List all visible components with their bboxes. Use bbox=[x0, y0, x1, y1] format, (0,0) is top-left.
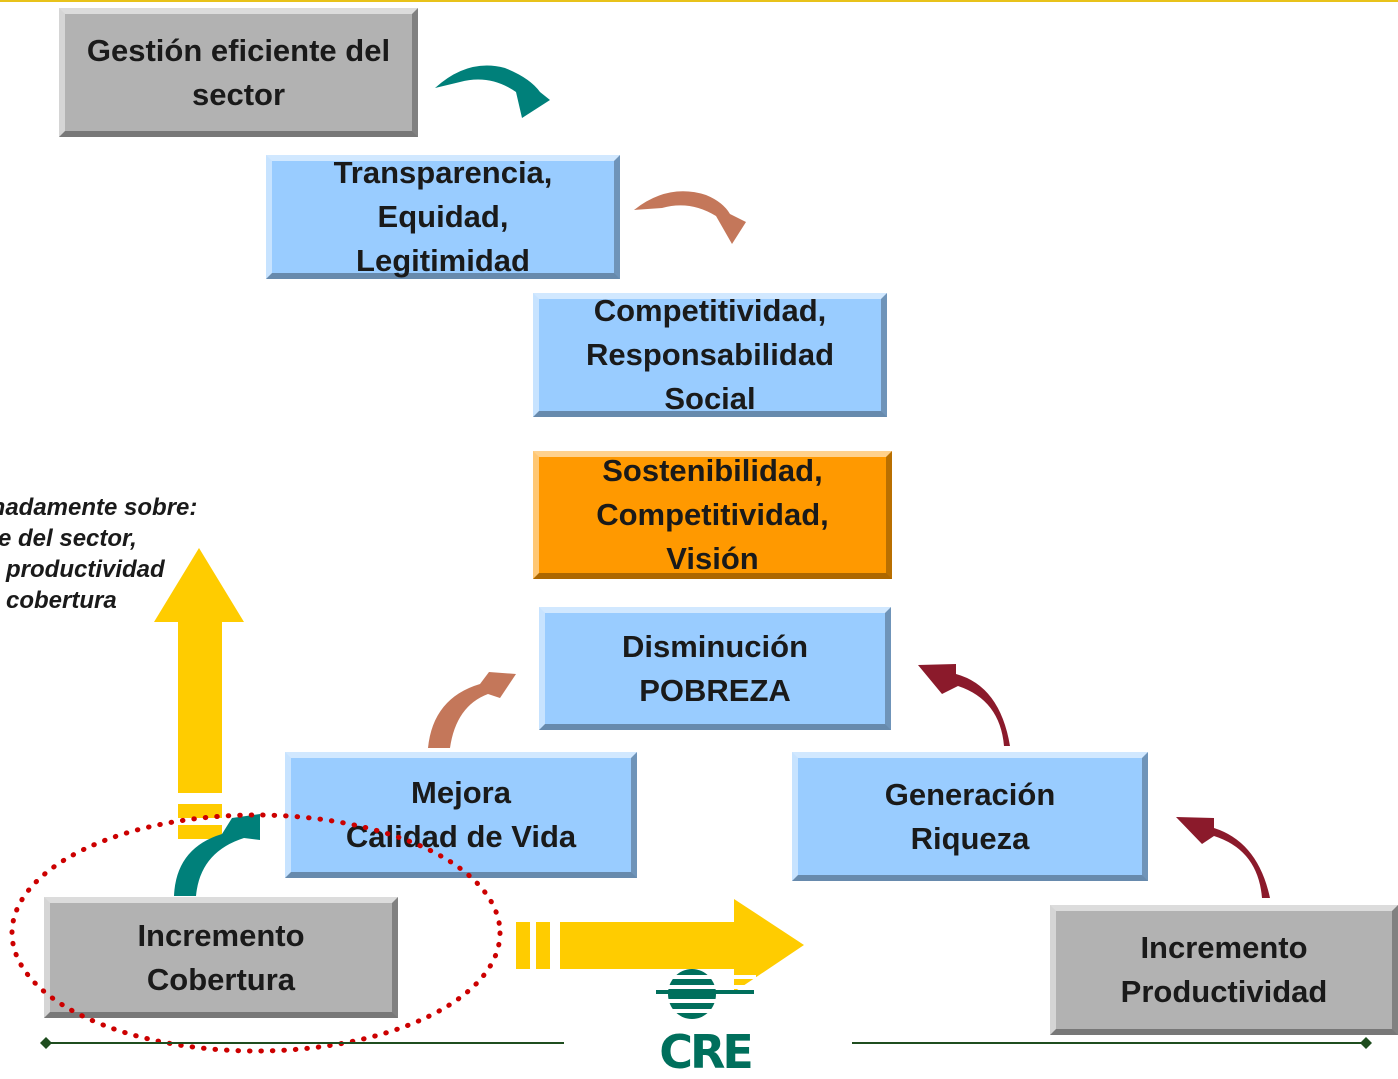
box-text: Social bbox=[664, 381, 756, 416]
box-text: POBREZA bbox=[639, 672, 791, 708]
box-incremento-productividad: Incremento Productividad bbox=[1050, 905, 1398, 1035]
side-note-line: rdinadamente sobre: bbox=[0, 494, 198, 521]
cre-globe-icon bbox=[654, 969, 756, 1019]
box-text: Productividad bbox=[1120, 974, 1328, 1009]
box-text: Gestión eficiente del bbox=[86, 32, 391, 68]
box-text: Sostenibilidad, bbox=[602, 453, 823, 488]
box-text: Cobertura bbox=[146, 961, 296, 997]
box-text: sector bbox=[191, 76, 286, 112]
box-disminucion-pobreza: Disminución POBREZA bbox=[539, 607, 891, 730]
box-text: Calidad de Vida bbox=[345, 819, 577, 854]
side-note: rdinadamente sobre: e del sector, produc… bbox=[0, 492, 290, 616]
box-competitividad: Competitividad, Responsabilidad Social bbox=[533, 293, 887, 417]
box-mejora-calidad-vida: Mejora Calidad de Vida bbox=[285, 752, 637, 878]
salmon-curved-arrow-icon bbox=[634, 191, 746, 244]
box-text: Competitividad, bbox=[596, 497, 829, 532]
maroon-curved-arrow-icon bbox=[1176, 817, 1270, 898]
box-generacion-riqueza: Generación Riqueza bbox=[792, 752, 1148, 881]
box-text: Incremento bbox=[137, 917, 305, 953]
box-text: Equidad, bbox=[377, 199, 509, 234]
baseline-right bbox=[852, 1037, 1372, 1049]
box-gestion-eficiente: Gestión eficiente del sector bbox=[59, 8, 418, 137]
box-text: Transparencia, bbox=[333, 155, 553, 190]
side-note-line: e del sector, bbox=[0, 525, 137, 552]
teal-curved-arrow-icon bbox=[435, 65, 550, 118]
box-text: Generación bbox=[884, 776, 1056, 812]
box-transparencia: Transparencia, Equidad, Legitimidad bbox=[266, 155, 620, 279]
salmon-curved-arrow-icon bbox=[428, 672, 516, 748]
side-note-line: cobertura bbox=[6, 587, 117, 614]
top-border-line bbox=[0, 0, 1398, 2]
box-text: Riqueza bbox=[910, 820, 1030, 856]
box-text: Visión bbox=[666, 541, 759, 576]
box-text: Responsabilidad bbox=[585, 337, 835, 372]
box-text: Incremento bbox=[1140, 930, 1308, 965]
side-note-line: productividad bbox=[6, 556, 165, 583]
box-text: Disminución bbox=[621, 628, 808, 664]
baseline-left bbox=[40, 1037, 564, 1049]
box-text: Mejora bbox=[411, 775, 511, 810]
teal-curved-arrow-icon bbox=[174, 814, 260, 896]
cre-logo-text: CRE bbox=[659, 1025, 754, 1079]
box-incremento-cobertura: Incremento Cobertura bbox=[44, 897, 398, 1018]
box-text: Competitividad, bbox=[593, 293, 827, 328]
box-sostenibilidad: Sostenibilidad, Competitividad, Visión bbox=[533, 451, 892, 579]
maroon-curved-arrow-icon bbox=[918, 664, 1010, 746]
cre-logo: CRE bbox=[654, 966, 756, 1075]
box-text: Legitimidad bbox=[356, 243, 530, 278]
